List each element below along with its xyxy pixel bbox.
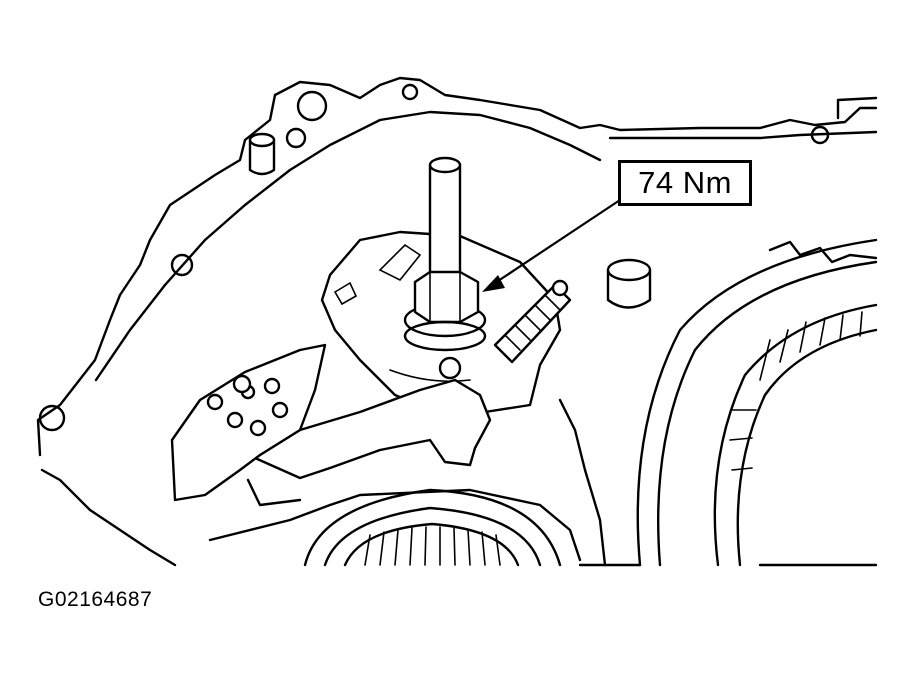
lever-plate-slot <box>333 243 471 383</box>
bolt-hole <box>38 404 66 432</box>
case-top-right-edge <box>608 130 878 140</box>
detent-spring <box>493 279 572 364</box>
case-inner-edge <box>40 110 602 567</box>
callout-leader-arrow <box>482 199 621 292</box>
lever-pivot-pin <box>438 356 462 380</box>
case-flange-outline <box>36 76 878 457</box>
torque-nut <box>403 270 487 352</box>
dowel-pin <box>248 132 276 176</box>
lever-arm <box>253 378 492 480</box>
torque-value: 74 Nm <box>638 165 732 200</box>
bolt-hole <box>810 125 830 145</box>
lower-bearing <box>303 488 562 567</box>
bolt-hole <box>296 90 328 122</box>
bolt-hole <box>285 127 307 149</box>
bolt-hole <box>401 83 419 101</box>
case-plug <box>606 258 652 309</box>
flange-bolt-holes <box>38 83 830 432</box>
case-corner-block <box>836 96 878 120</box>
figure-id-label: G02164687 <box>38 588 153 611</box>
clutch-drum <box>636 238 878 567</box>
torque-callout: 74 Nm <box>618 160 752 206</box>
valve-body-holes <box>206 374 289 437</box>
manual-shaft <box>428 156 462 277</box>
bolt-hole <box>170 253 194 277</box>
